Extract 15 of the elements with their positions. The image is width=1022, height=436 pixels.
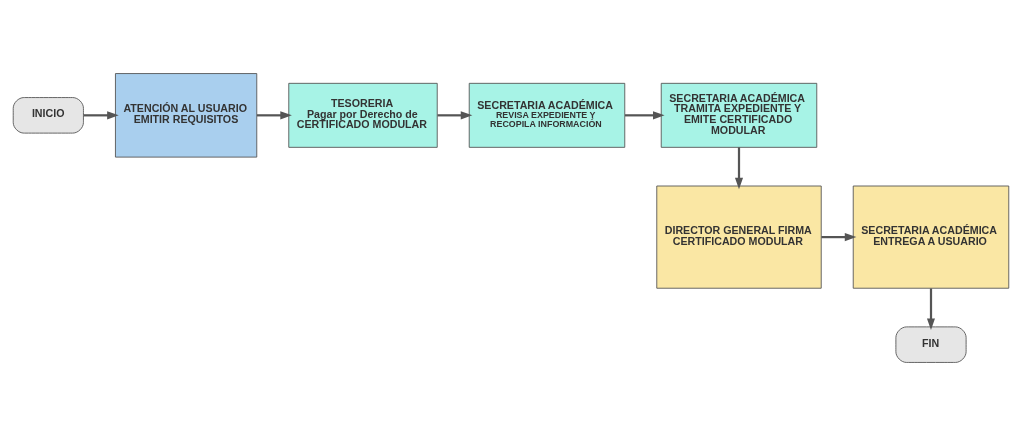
node-box: SECRETARIA ACADÉMICA REVISA EXPEDIENTE Y RECOPILA INFORMACIÓN xyxy=(468,82,626,148)
arrow xyxy=(437,111,473,120)
node-box: SECRETARIA ACADÉMICA TRAMITA EXPEDIENTE Y EMITE CERTIFICADO MODULAR xyxy=(660,82,818,148)
arrow xyxy=(256,111,292,120)
node-box: INICIO xyxy=(12,97,84,134)
node-box: FIN xyxy=(895,326,967,363)
node-box: ATENCIÓN AL USUARIO EMITIR REQUISITOS xyxy=(115,73,258,158)
arrow xyxy=(821,233,857,242)
arrow xyxy=(734,147,744,190)
arrow xyxy=(926,288,936,330)
node-box: TESORERIA Pagar por Derecho de CERTIFICADO MODULAR xyxy=(288,82,438,148)
node-box: DIRECTOR GENERAL FIRMA CERTIFICADO MODULAR xyxy=(656,185,822,289)
arrow xyxy=(83,111,119,120)
node-box: SECRETARIA ACADÉMICA ENTREGA A USUARIO xyxy=(852,185,1010,289)
arrow xyxy=(625,111,665,120)
